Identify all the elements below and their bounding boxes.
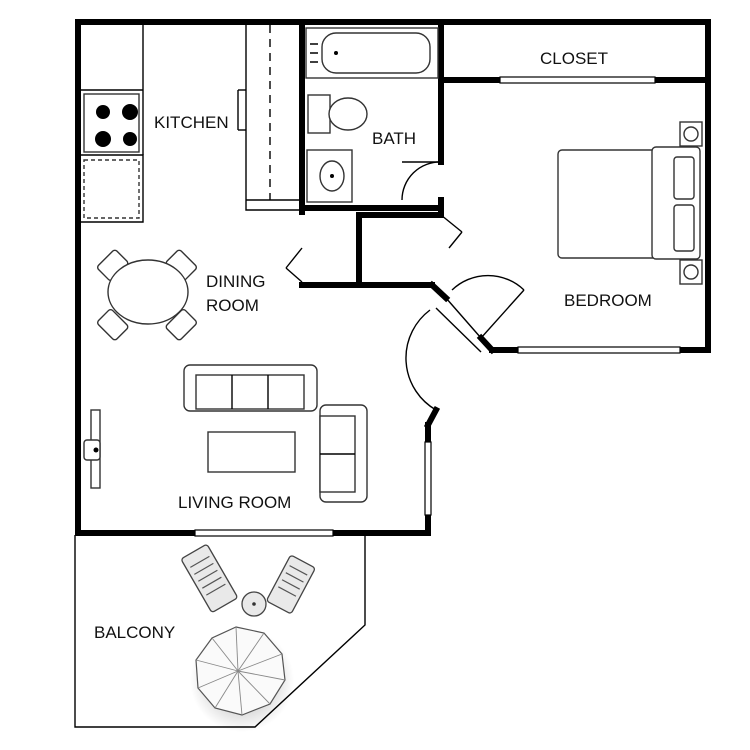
kitchen-peninsula bbox=[237, 25, 302, 211]
lounge-chair-icon bbox=[266, 555, 316, 614]
dining-table-icon bbox=[96, 249, 198, 341]
lounge-chair-icon bbox=[181, 544, 238, 613]
stove-icon bbox=[83, 93, 140, 153]
bath-label: BATH bbox=[372, 129, 416, 148]
umbrella-icon bbox=[190, 626, 294, 732]
windows bbox=[194, 76, 681, 537]
closet-label: CLOSET bbox=[540, 49, 608, 68]
kitchen-label: KITCHEN bbox=[154, 113, 229, 132]
loveseat-icon bbox=[319, 404, 368, 503]
side-table-icon bbox=[241, 591, 267, 617]
sink-icon bbox=[306, 149, 353, 203]
walls bbox=[75, 19, 711, 536]
coffee-table-icon bbox=[207, 431, 296, 473]
bed-icon bbox=[557, 121, 703, 285]
doors bbox=[285, 161, 525, 411]
toilet-icon bbox=[307, 94, 368, 134]
tv-icon bbox=[83, 409, 101, 489]
sofa-icon bbox=[183, 364, 318, 412]
balcony-label: BALCONY bbox=[94, 623, 175, 642]
dining-label-line2: ROOM bbox=[206, 296, 259, 315]
kitchen-counter bbox=[80, 25, 144, 223]
dishwasher-icon bbox=[83, 159, 140, 219]
bedroom-label: BEDROOM bbox=[564, 291, 652, 310]
living-room-label: LIVING ROOM bbox=[178, 493, 291, 512]
bathtub-icon bbox=[305, 27, 439, 79]
dining-label-line1: DINING bbox=[206, 272, 266, 291]
